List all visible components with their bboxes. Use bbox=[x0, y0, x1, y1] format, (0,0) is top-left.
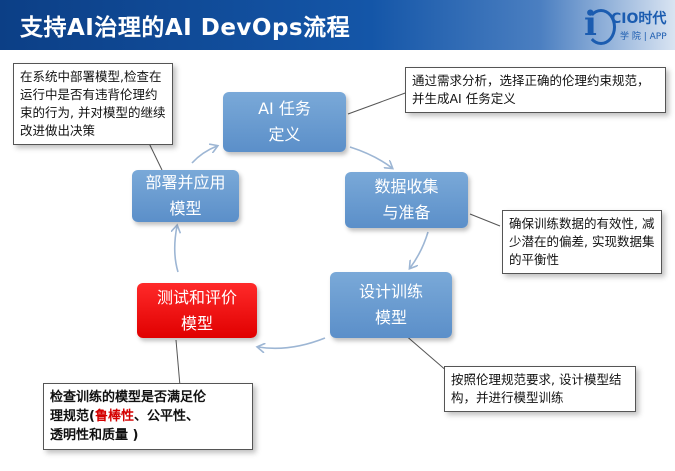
arrow-data-to-design bbox=[410, 231, 429, 268]
callout-test-line2: 理规范(鲁棒性、公平性、 bbox=[50, 407, 246, 426]
callout-line-design bbox=[403, 333, 449, 373]
node-deploy-line2: 模型 bbox=[169, 199, 202, 218]
callout-test-line1: 检查训练的模型是否满足伦 bbox=[50, 390, 207, 405]
callout-data: 确保训练数据的有效性, 减少潜在的偏差, 实现数据集的平衡性 bbox=[502, 210, 662, 274]
arrow-test-to-deploy bbox=[175, 226, 178, 273]
node-test-line1: 测试和评价 bbox=[156, 287, 237, 307]
node-test-line2: 模型 bbox=[180, 313, 213, 333]
callout-test-line2-suffix: 、公平性、 bbox=[133, 409, 199, 424]
logo-subtitle: 学 院 | APP bbox=[620, 32, 667, 42]
callout-deploy: 在系统中部署模型,检查在运行中是否有违背伦理约束的行为, 并对模型的继续改进做出… bbox=[13, 63, 173, 145]
node-design-line2: 模型 bbox=[374, 308, 407, 327]
node-test-evaluate: 测试和评价 模型 bbox=[137, 283, 257, 338]
arrow-design-to-test bbox=[258, 337, 326, 348]
cio-logo: i CIO时代 学 院 | APP bbox=[584, 3, 675, 47]
arrow-deploy-to-task bbox=[191, 146, 217, 164]
callout-design-text: 按照伦理规范要求, 设计模型结构，并进行模型训练 bbox=[451, 372, 622, 405]
node-data-line1: 数据收集 bbox=[374, 177, 439, 196]
arrow-task-to-data bbox=[349, 146, 392, 168]
node-ai-task-line1: AI 任务 bbox=[258, 99, 311, 118]
callout-deploy-text: 在系统中部署模型,检查在运行中是否有违背伦理约束的行为, 并对模型的继续改进做出… bbox=[20, 69, 166, 138]
callout-requirement-text: 通过需求分析，选择正确的伦理约束规范，并生成AI 任务定义 bbox=[412, 73, 650, 106]
title-bar: 支持AI治理的AI DevOps流程 i CIO时代 学 院 | APP bbox=[0, 0, 675, 50]
callout-test-line3: 透明性和质量 ) bbox=[50, 428, 139, 443]
node-data-line2: 与准备 bbox=[382, 203, 431, 222]
callout-line-test bbox=[175, 339, 181, 387]
node-ai-task-definition: AI 任务 定义 bbox=[223, 92, 346, 152]
logo-i-icon: i bbox=[584, 4, 597, 44]
callout-test-line2-prefix: 理规范( bbox=[50, 409, 95, 424]
callout-design: 按照伦理规范要求, 设计模型结构，并进行模型训练 bbox=[444, 366, 636, 412]
node-deploy-line1: 部署并应用 bbox=[145, 173, 226, 192]
callout-test: 检查训练的模型是否满足伦 理规范(鲁棒性、公平性、 透明性和质量 ) bbox=[43, 383, 253, 450]
logo-name: CIO时代 bbox=[611, 11, 667, 27]
logo-ring-icon bbox=[586, 9, 616, 45]
callout-line-data bbox=[469, 213, 501, 227]
callout-data-text: 确保训练数据的有效性, 减少潜在的偏差, 实现数据集的平衡性 bbox=[509, 216, 655, 267]
callout-requirement: 通过需求分析，选择正确的伦理约束规范，并生成AI 任务定义 bbox=[405, 67, 666, 113]
node-design-line1: 设计训练 bbox=[358, 282, 423, 301]
callout-test-highlight: 鲁棒性 bbox=[94, 409, 134, 424]
node-ai-task-line2: 定义 bbox=[268, 125, 301, 144]
node-design-training: 设计训练 模型 bbox=[330, 272, 452, 338]
node-data-collection: 数据收集 与准备 bbox=[345, 172, 468, 228]
node-deploy-apply: 部署并应用 模型 bbox=[132, 170, 239, 222]
page-title: 支持AI治理的AI DevOps流程 bbox=[20, 15, 351, 41]
callout-line-requirement bbox=[347, 91, 409, 115]
